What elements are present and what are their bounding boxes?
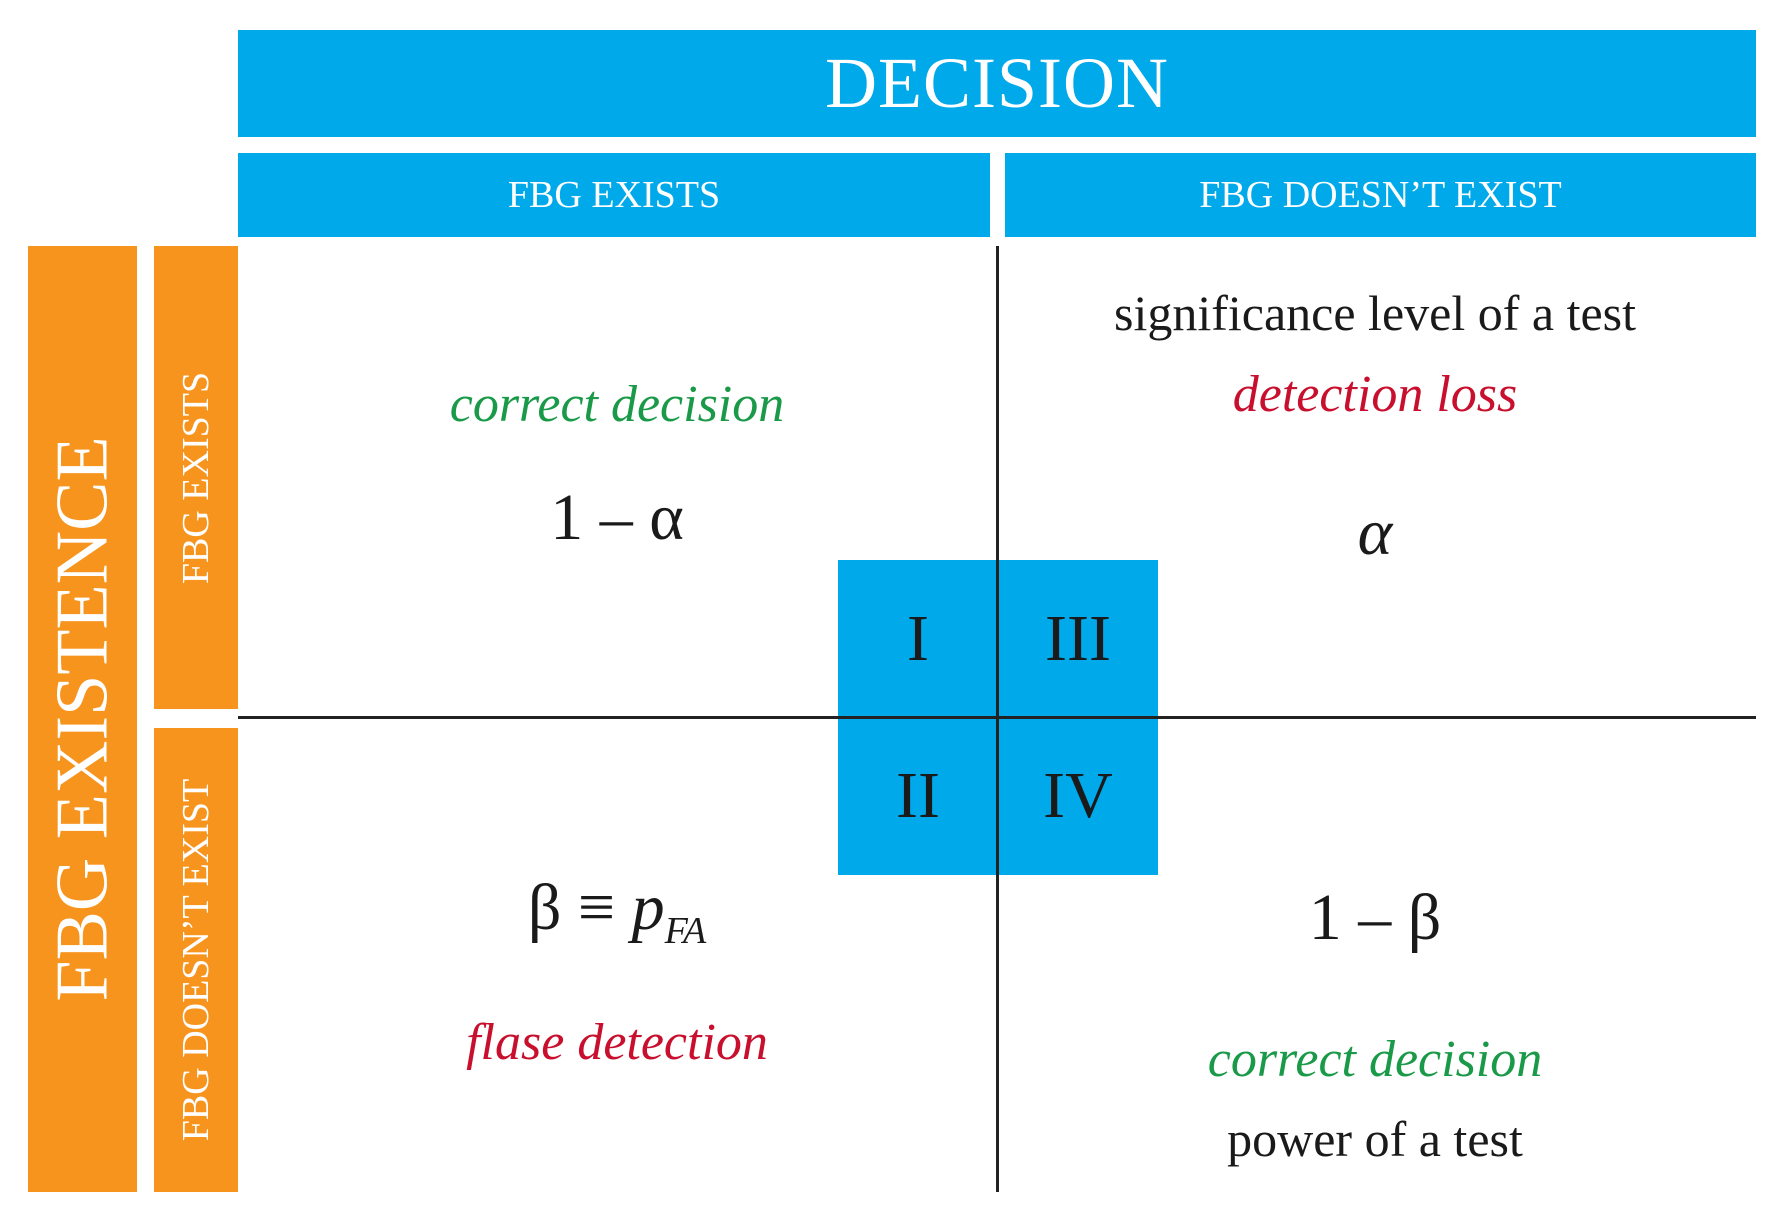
decision-col-exists: FBG EXISTS <box>238 153 990 237</box>
col-exists-label: FBG EXISTS <box>507 174 721 216</box>
top-left-formula: 1 – α <box>550 481 684 554</box>
quadrant-IV: IV <box>998 717 1158 875</box>
bottom-left-formula-sub: FA <box>664 910 707 953</box>
quadrant-IV-label: IV <box>1043 759 1113 832</box>
bottom-right-formula: 1 – β <box>1308 881 1442 954</box>
bottom-right-label: correct decision <box>1207 1031 1543 1088</box>
quadrant-III: III <box>998 560 1158 717</box>
decision-col-not-exists: FBG DOESN’T EXIST <box>1005 153 1756 237</box>
decision-title: DECISION <box>825 43 1169 123</box>
row-not-exists-bar: FBG DOESN’T EXIST <box>154 728 238 1192</box>
existence-title: FBG EXISTENCE <box>41 436 123 1002</box>
row-exists-label: FBG EXISTS <box>175 371 217 584</box>
quadrant-I: I <box>838 560 998 717</box>
vertical-divider <box>996 246 999 1192</box>
bottom-left-formula-p: p <box>631 871 665 944</box>
top-left-label: correct decision <box>449 376 785 433</box>
quadrant-III-label: III <box>1045 601 1111 675</box>
decision-header: DECISION <box>238 30 1756 137</box>
existence-side-bar: FBG EXISTENCE <box>28 246 137 1192</box>
col-not-exists-label: FBG DOESN’T EXIST <box>1199 174 1562 216</box>
quadrant-II-label: II <box>896 759 940 832</box>
top-right-formula: α <box>1357 496 1393 569</box>
bottom-left-formula-prefix: β ≡ <box>527 871 632 944</box>
bottom-right-title: power of a test <box>1227 1111 1523 1167</box>
horizontal-divider <box>238 716 1756 719</box>
row-exists-bar: FBG EXISTS <box>154 246 238 709</box>
quadrant-II: II <box>838 717 998 875</box>
top-right-label: detection loss <box>1232 366 1518 423</box>
row-not-exists-label: FBG DOESN’T EXIST <box>175 778 217 1142</box>
bottom-left-label: flase detection <box>466 1014 768 1071</box>
quadrant-I-label: I <box>907 601 929 675</box>
bottom-left-formula: β ≡ pFA <box>528 870 706 953</box>
top-right-title: significance level of a test <box>1114 285 1636 341</box>
